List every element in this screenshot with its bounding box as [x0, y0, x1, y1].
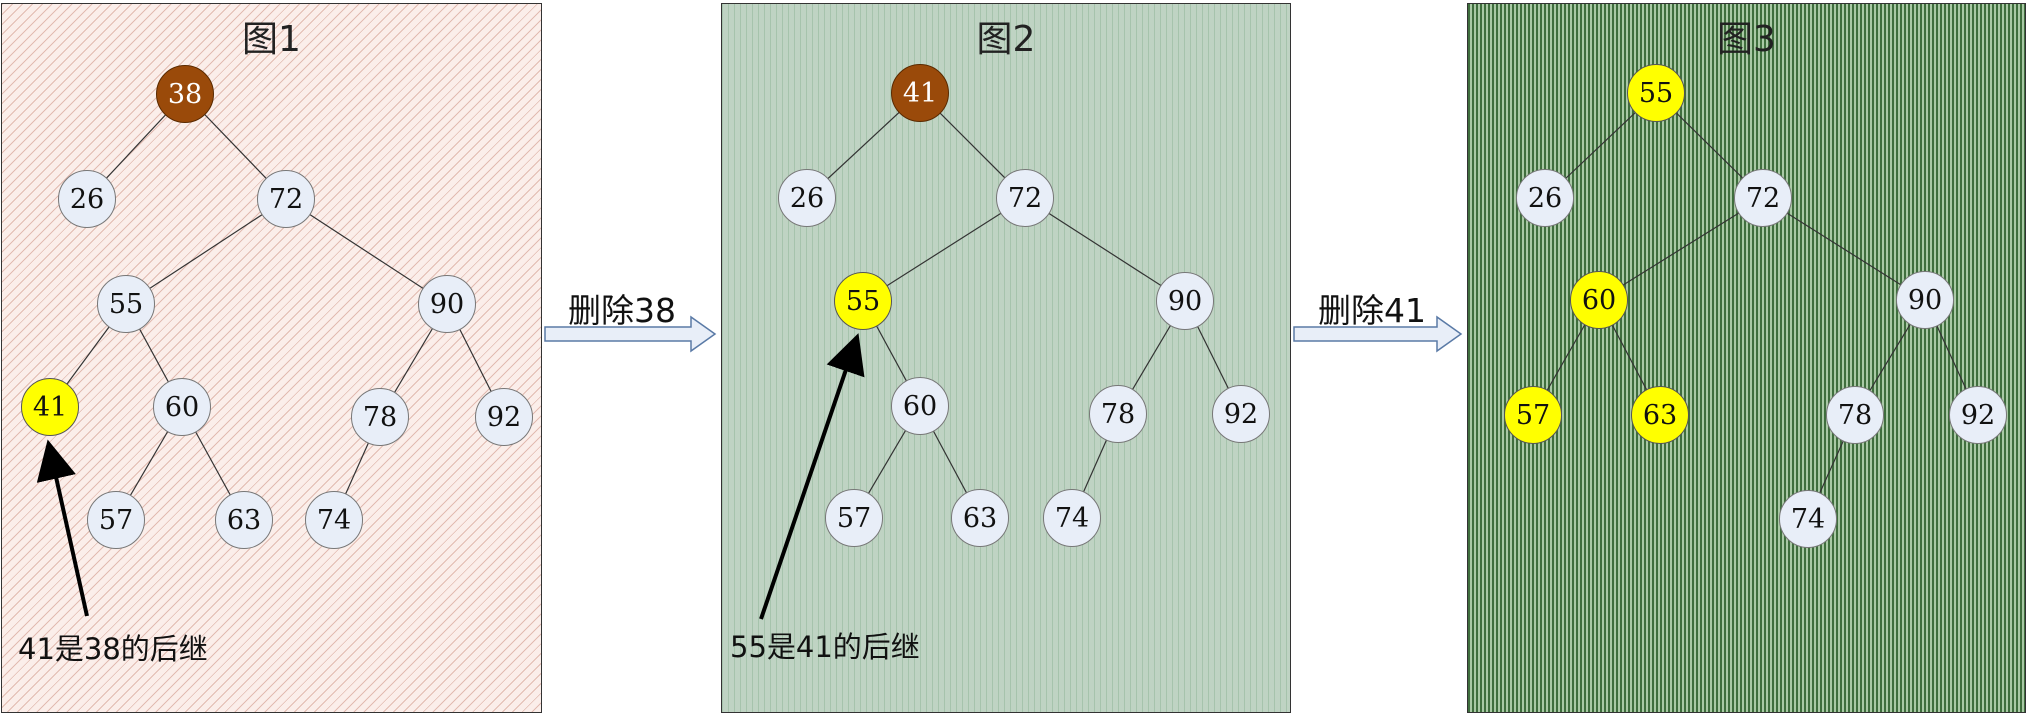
tree-node-41: 41 — [891, 64, 949, 122]
figure-1-title: 图1 — [242, 19, 301, 60]
figure-3-title: 图3 — [1717, 19, 1776, 60]
tree-node-60: 60 — [1570, 271, 1628, 329]
operation-1-label: 删除38 — [568, 291, 676, 330]
operation-1-arrow — [544, 315, 717, 353]
tree-node-90: 90 — [418, 275, 476, 333]
tree-node-74: 74 — [1043, 489, 1101, 547]
tree-node-60: 60 — [153, 378, 211, 436]
operation-2-label: 删除41 — [1318, 291, 1426, 330]
tree-node-90: 90 — [1156, 272, 1214, 330]
tree-node-72: 72 — [1734, 169, 1792, 227]
tree-node-57: 57 — [825, 489, 883, 547]
tree-node-92: 92 — [1212, 385, 1270, 443]
tree-node-90: 90 — [1896, 271, 1954, 329]
tree-node-63: 63 — [1631, 386, 1689, 444]
tree-node-55: 55 — [1627, 64, 1685, 122]
figure-2-title: 图2 — [976, 19, 1036, 60]
tree-node-26: 26 — [1516, 169, 1574, 227]
tree-edge — [285, 198, 448, 305]
tree-node-72: 72 — [996, 169, 1054, 227]
tree-node-74: 74 — [305, 491, 363, 549]
tree-edges — [1532, 92, 1979, 520]
tree-node-74: 74 — [1779, 490, 1837, 548]
tree-edge — [1024, 197, 1186, 302]
tree-node-41: 41 — [21, 378, 79, 436]
tree-node-57: 57 — [87, 491, 145, 549]
figure-3-tree: 55 26 72 60 90 57 63 78 92 74 — [1468, 4, 2025, 712]
operation-2-arrow — [1293, 315, 1463, 353]
figure-3-panel: 图3 55 26 72 60 90 57 63 78 92 74 — [1467, 3, 2026, 713]
tree-node-26: 26 — [58, 170, 116, 228]
tree-node-92: 92 — [1949, 386, 2007, 444]
tree-edge — [125, 198, 287, 305]
tree-edge — [862, 197, 1026, 302]
figure-2-note: 55是41的后继 — [730, 630, 920, 664]
tree-node-63: 63 — [215, 491, 273, 549]
tree-edge — [1762, 197, 1926, 301]
tree-node-55: 55 — [97, 275, 155, 333]
successor-arrow-2 — [759, 333, 865, 620]
tree-node-63: 63 — [951, 489, 1009, 547]
tree-node-78: 78 — [1826, 386, 1884, 444]
tree-node-78: 78 — [351, 388, 409, 446]
tree-node-72: 72 — [257, 170, 315, 228]
tree-node-60: 60 — [891, 377, 949, 435]
figure-1-note: 41是38的后继 — [18, 632, 208, 666]
successor-arrow-1 — [36, 439, 89, 617]
tree-node-57: 57 — [1504, 386, 1562, 444]
tree-node-92: 92 — [475, 388, 533, 446]
tree-node-55: 55 — [834, 272, 892, 330]
tree-node-26: 26 — [778, 169, 836, 227]
tree-edge — [1598, 197, 1764, 301]
tree-node-78: 78 — [1089, 385, 1147, 443]
tree-node-38: 38 — [156, 65, 214, 123]
